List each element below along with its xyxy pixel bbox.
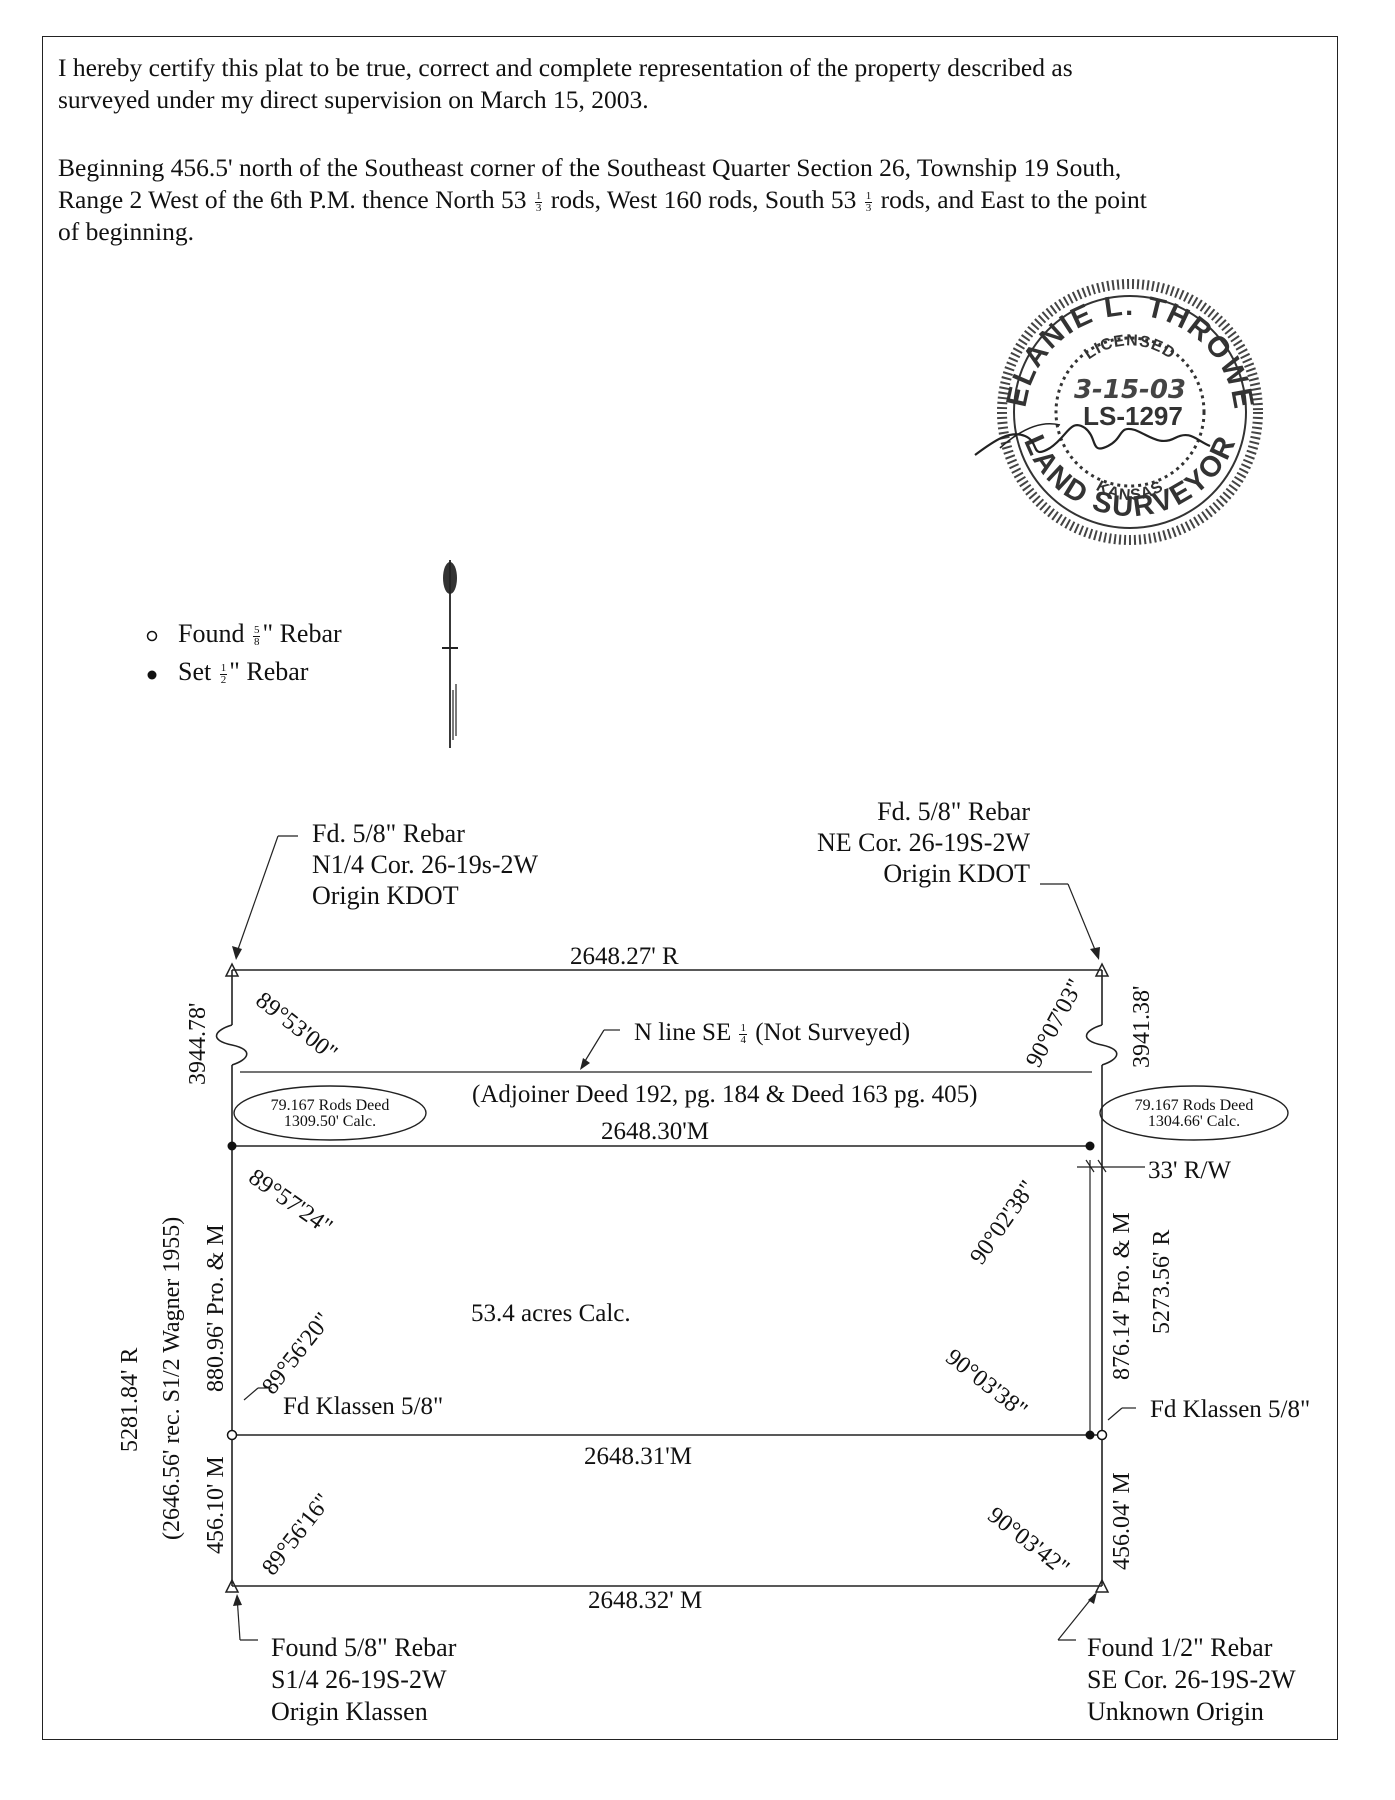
set-rebar-se [1085,1430,1095,1440]
tract-south-distance: 2648.31'M [584,1443,692,1470]
se-corner-label: Found 1/2" Rebar SE Cor. 26-19S-2W Unkno… [1087,1633,1296,1726]
west-break-symbol [215,1024,248,1066]
right-of-way-label: 33' R/W [1148,1157,1231,1184]
description-part-b: rods, West 160 rods, South 53 [550,185,857,214]
west-top-distance: 3944.78' [185,1002,211,1085]
tract-north-distance: 2648.30'M [601,1118,709,1145]
area-label: 53.4 acres Calc. [471,1300,631,1327]
se-leader [1057,1593,1096,1641]
ne-corner-monument [1094,962,1110,977]
set-rebar-ne [1085,1141,1095,1151]
adjoiner-deed-label: (Adjoiner Deed 192, pg. 184 & Deed 163 p… [472,1081,978,1108]
legal-description: Beginning 456.5' north of the Southeast … [58,152,1328,248]
description-line-2: Range 2 West of the 6th P.M. thence Nort… [58,184,1328,216]
nw-corner-label: Fd. 5/8" Rebar N1/4 Cor. 26-19s-2W Origi… [312,819,539,910]
description-line-3: of beginning. [58,217,194,246]
north-line-record-distance: 2648.27' R [570,943,679,970]
klassen-e-label: Fd Klassen 5/8" [1150,1396,1311,1423]
sw-corner-label: Found 5/8" Rebar S1/4 26-19S-2W Origin K… [271,1633,457,1726]
section-south-distance: 2648.32' M [588,1587,703,1614]
seal-date: 3-15-03 [1074,375,1186,405]
signature-stroke [974,424,1211,456]
east-deed-info: 79.167 Rods Deed 1304.66' Calc. [1134,1097,1254,1130]
description-part-a: Range 2 West of the 6th P.M. thence Nort… [58,185,527,214]
east-top-distance: 3941.38' [1129,985,1155,1068]
description-part-c: rods, and East to the point [880,185,1147,214]
found-rebar-symbol [146,630,158,642]
east-deed-oval [1099,1085,1289,1141]
description-line-1: Beginning 456.5' north of the Southeast … [58,153,1122,182]
sw-corner-monument [224,1578,240,1593]
found-rebar-se [1096,1429,1108,1441]
found-rebar-sw [226,1429,238,1441]
certification-line-1: I hereby certify this plat to be true, c… [58,53,1073,82]
klassen-e-leader [1107,1407,1123,1421]
west-record-total: 5281.84' R [117,1347,143,1452]
east-record-total: 5273.56' R [1149,1229,1175,1334]
west-south-distance: 456.10' M [203,1456,229,1554]
west-tract-distance: 880.96' Pro. & M [203,1224,229,1392]
set-rebar-symbol [147,670,157,680]
set-rebar-nw [227,1141,237,1151]
se-corner-monument [1094,1578,1110,1593]
certification-line-2: surveyed under my direct supervision on … [58,85,649,114]
east-south-distance: 456.04' M [1109,1472,1135,1570]
certification-text: I hereby certify this plat to be true, c… [58,52,1328,116]
nw-leader [235,835,279,956]
east-tract-distance: 876.14' Pro. & M [1109,1212,1135,1380]
ne-corner-label: Fd. 5/8" Rebar NE Cor. 26-19S-2W Origin … [816,797,1030,888]
document-border [42,36,1338,1740]
klassen-w-leader [243,1387,259,1401]
east-break-symbol [1085,1024,1118,1066]
klassen-w-label: Fd Klassen 5/8" [283,1393,444,1420]
west-deed-info: 79.167 Rods Deed 1309.50' Calc. [270,1097,390,1130]
seal-license-number: LS-1297 [1083,401,1183,431]
west-record-reference: (2646.56' rec. S1/2 Wagner 1955) [159,1216,185,1540]
nw-corner-monument [224,962,240,977]
west-deed-oval [233,1085,427,1141]
